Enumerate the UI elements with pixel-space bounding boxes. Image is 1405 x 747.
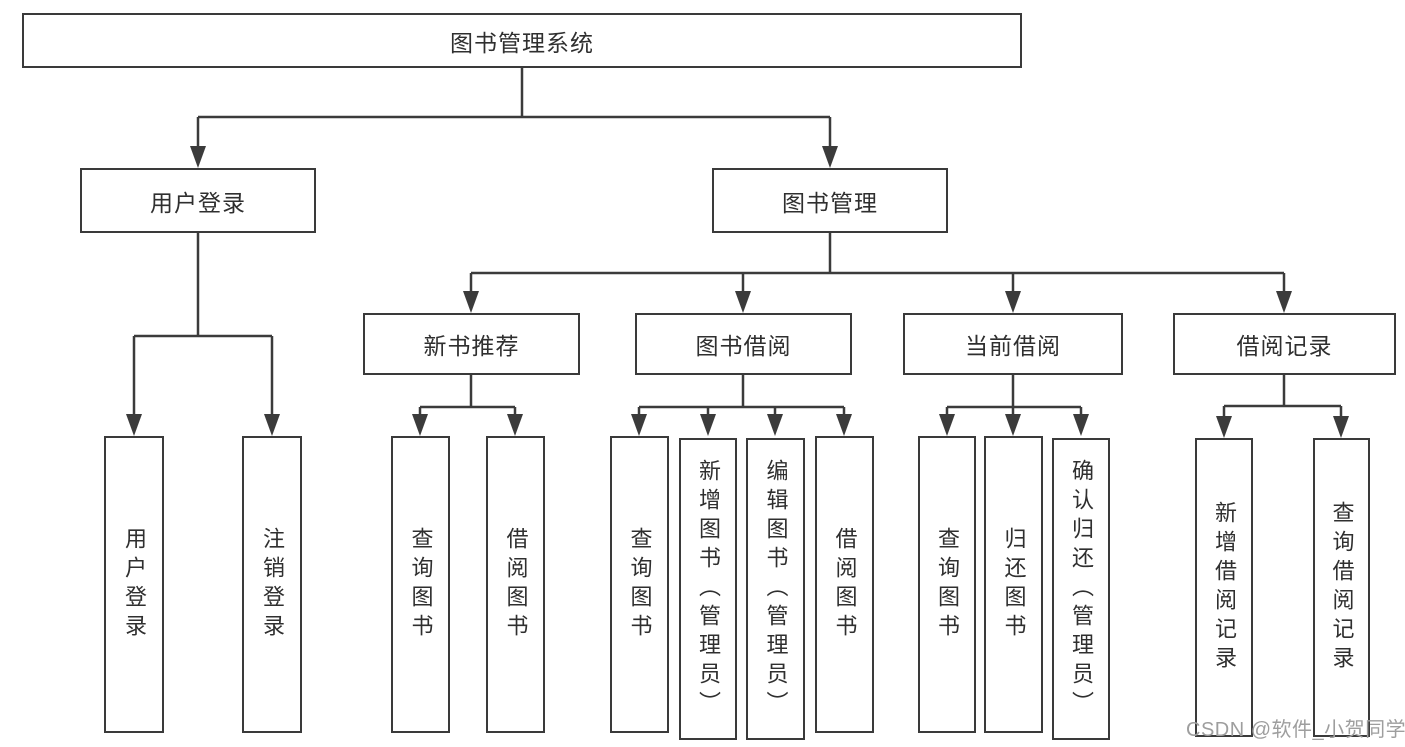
- node-new-book-rec: 新书推荐: [363, 313, 580, 375]
- watermark: CSDN @软件_小贺同学: [1186, 719, 1405, 741]
- arrowhead: [463, 291, 479, 313]
- node-leaf-rec-borrow-books: 借阅图书: [486, 436, 545, 733]
- node-leaf-bb-query-books: 查询图书: [610, 436, 669, 733]
- node-borrow-records: 借阅记录: [1173, 313, 1396, 375]
- arrowhead: [822, 146, 838, 168]
- node-leaf-bb-add-books: 新增图书（管理员）: [679, 438, 737, 740]
- arrowhead: [1005, 291, 1021, 313]
- arrowhead: [767, 414, 783, 436]
- arrowhead: [190, 146, 206, 168]
- arrowhead: [836, 414, 852, 436]
- arrowhead: [631, 414, 647, 436]
- arrowhead: [126, 414, 142, 436]
- connector-user-login-to-leaves: [132, 233, 274, 418]
- arrowhead: [1073, 414, 1089, 436]
- arrowhead: [1276, 291, 1292, 313]
- arrowhead: [1005, 414, 1021, 436]
- connector-borrow-records-to-leaves: [1222, 375, 1343, 420]
- node-leaf-bb-borrow-books: 借阅图书: [815, 436, 874, 733]
- node-leaf-cb-return-books: 归还图书: [984, 436, 1043, 733]
- arrowhead: [1333, 416, 1349, 438]
- arrowhead: [412, 414, 428, 436]
- connector-new-book-rec-to-leaves: [418, 375, 517, 418]
- connector-book-borrow-to-leaves: [637, 375, 846, 418]
- node-leaf-cb-confirm-return: 确认归还（管理员）: [1052, 438, 1110, 740]
- arrowhead: [735, 291, 751, 313]
- node-leaf-cb-query-books: 查询图书: [918, 436, 976, 733]
- node-book-borrow: 图书借阅: [635, 313, 852, 375]
- arrowhead: [700, 414, 716, 436]
- arrowhead: [507, 414, 523, 436]
- arrowhead: [1216, 416, 1232, 438]
- node-leaf-rec-query-books: 查询图书: [391, 436, 450, 733]
- node-current-borrow: 当前借阅: [903, 313, 1123, 375]
- node-leaf-user-login: 用户登录: [104, 436, 164, 733]
- node-book-mgmt: 图书管理: [712, 168, 948, 233]
- node-leaf-logout: 注销登录: [242, 436, 302, 733]
- connector-current-borrow-to-leaves: [945, 375, 1083, 418]
- connector-root-to-level2: [196, 68, 832, 150]
- arrowhead: [939, 414, 955, 436]
- node-leaf-bb-edit-books: 编辑图书（管理员）: [746, 438, 805, 740]
- node-root: 图书管理系统: [22, 13, 1022, 68]
- node-leaf-br-query-record: 查询借阅记录: [1313, 438, 1370, 737]
- node-user-login: 用户登录: [80, 168, 316, 233]
- connector-book-mgmt-to-level3: [469, 233, 1286, 295]
- arrowhead: [264, 414, 280, 436]
- node-leaf-br-add-record: 新增借阅记录: [1195, 438, 1253, 737]
